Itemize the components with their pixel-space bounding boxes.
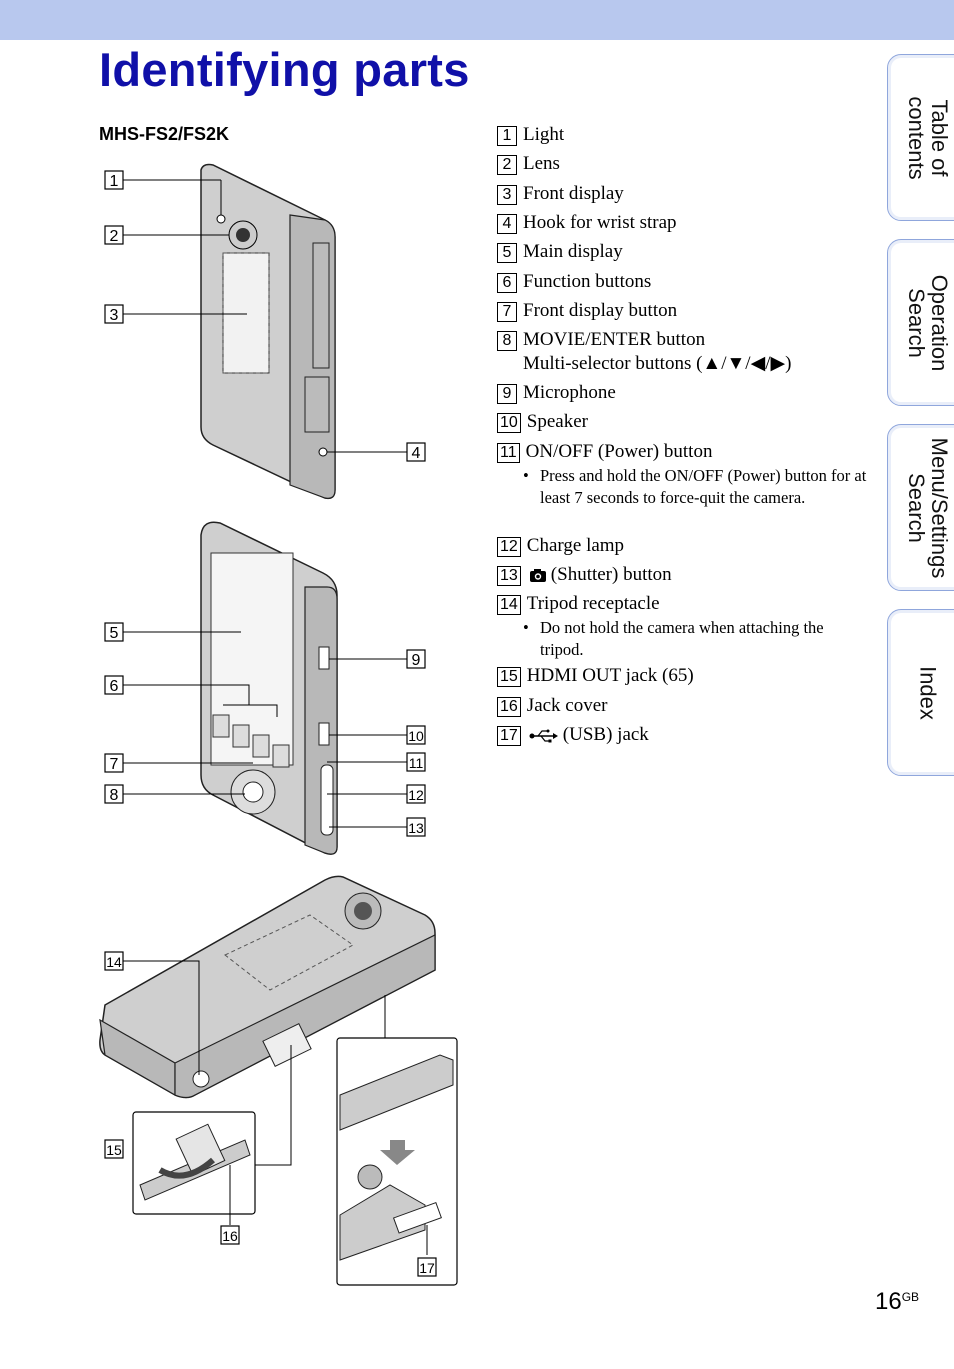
svg-text:17: 17 <box>419 1260 435 1276</box>
svg-text:11: 11 <box>409 755 424 771</box>
camera-back-view <box>200 521 338 855</box>
usb-icon <box>529 729 558 743</box>
svg-text:4: 4 <box>412 445 421 462</box>
svg-text:8: 8 <box>110 787 119 804</box>
callout-6: 6 <box>104 675 124 695</box>
svg-text:7: 7 <box>110 756 119 773</box>
callout-10: 10 <box>406 725 426 745</box>
header-bar <box>0 0 954 40</box>
tab-index[interactable]: Index <box>887 609 954 776</box>
svg-text:2: 2 <box>110 228 119 245</box>
callout-leader-lines <box>123 179 428 1255</box>
page-number: 16GB <box>875 1288 920 1315</box>
list-item: 17(USB) jack <box>497 724 649 746</box>
usb-inset <box>336 1037 458 1286</box>
callout-3: 3 <box>104 304 124 324</box>
list-note: •Do not hold the camera when attaching t… <box>523 618 824 659</box>
callout-7: 7 <box>104 753 124 773</box>
callout-15: 15 <box>104 1139 124 1159</box>
callout-5: 5 <box>104 622 124 642</box>
svg-text:14: 14 <box>106 954 122 970</box>
callout-9: 9 <box>406 649 426 669</box>
hdmi-inset <box>132 1111 256 1215</box>
list-item-sub: Multi-selector buttons (▲/▼/◀/▶) <box>523 353 792 374</box>
camera-bottom-view <box>99 875 436 1099</box>
callout-4: 4 <box>406 442 426 462</box>
callout-1: 1 <box>104 170 124 190</box>
page-title: Identifying parts <box>99 43 470 96</box>
camera-front-view <box>200 163 336 500</box>
svg-text:10: 10 <box>408 728 424 744</box>
callout-16: 16 <box>220 1225 240 1245</box>
list-item: 13(Shutter) button <box>497 564 672 586</box>
camera-icon <box>529 569 546 583</box>
svg-text:5: 5 <box>110 625 119 642</box>
callout-14: 14 <box>104 951 124 971</box>
svg-text:15: 15 <box>106 1142 122 1158</box>
callout-12: 12 <box>406 784 426 804</box>
callout-8: 8 <box>104 784 124 804</box>
svg-text:6: 6 <box>110 678 119 695</box>
svg-text:13: 13 <box>408 820 424 836</box>
callout-11: 11 <box>406 752 426 772</box>
callout-17: 17 <box>417 1257 437 1277</box>
callout-13: 13 <box>406 817 426 837</box>
svg-text:12: 12 <box>408 787 424 803</box>
svg-text:9: 9 <box>412 652 421 669</box>
svg-text:1: 1 <box>110 173 119 190</box>
svg-text:16: 16 <box>222 1228 238 1244</box>
callout-2: 2 <box>104 225 124 245</box>
model-name: MHS-FS2/FS2K <box>99 124 230 144</box>
svg-text:3: 3 <box>110 307 119 324</box>
list-note: •Press and hold the ON/OFF (Power) butto… <box>523 466 867 507</box>
camera-illustration: .cb { fill:#fff; stroke:#000; stroke-wid… <box>99 163 458 1286</box>
